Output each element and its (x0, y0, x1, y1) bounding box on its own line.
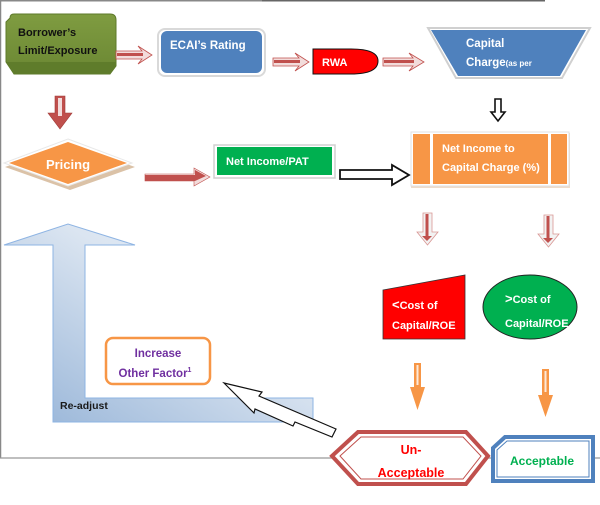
capital-charge-note: (as per (506, 59, 532, 68)
arrow-borrower-to-ecai (115, 45, 153, 65)
capital-charge-line1: Capital (466, 38, 504, 50)
borrower-label-line1: Borrower’s (18, 27, 76, 39)
greater-than-symbol: > (505, 291, 513, 306)
ratio-label-line2: Capital Charge (%) (442, 162, 540, 174)
capital-charge-node[interactable]: Capital Charge(as per (426, 27, 592, 79)
borrower-limit-exposure-node[interactable]: Borrower’s Limit/Exposure (5, 13, 117, 75)
increase-superscript: 1 (188, 367, 192, 374)
pricing-label: Pricing (46, 157, 90, 172)
svg-text:Other Factor1: Other Factor1 (119, 367, 192, 380)
svg-text:<Cost of: <Cost of (392, 297, 438, 312)
readjust-label: Re-adjust (60, 400, 108, 412)
capital-charge-line2: Charge (466, 57, 506, 69)
increase-line1: Increase (135, 348, 182, 360)
arrow-greater-than-to-acceptable (538, 369, 553, 417)
acceptable-label: Acceptable (510, 454, 574, 468)
ratio-label-line1: Net Income to (442, 143, 515, 155)
arrow-ecai-to-rwa (272, 52, 310, 72)
arrow-rwa-to-capital-charge (382, 52, 425, 72)
borrower-label-line2: Limit/Exposure (18, 45, 97, 57)
rwa-node[interactable]: RWA (312, 48, 379, 75)
increase-other-factor-node[interactable]: Increase Other Factor1 (104, 336, 212, 386)
greater-than-line2: Capital/ROE (505, 318, 569, 330)
rwa-label: RWA (322, 57, 348, 69)
arrow-borrower-to-pricing (47, 95, 73, 130)
less-than-line1: Cost of (400, 300, 438, 312)
greater-than-cost-of-capital-node[interactable]: >Cost of Capital/ROE (482, 274, 578, 340)
unacceptable-line2: Acceptable (378, 466, 445, 480)
arrow-ratio-to-less-than (416, 212, 439, 246)
ecai-label: ECAI’s Rating (170, 40, 246, 52)
less-than-line2: Capital/ROE (392, 320, 456, 332)
greater-than-line1: Cost of (513, 294, 551, 306)
less-than-cost-of-capital-node[interactable]: <Cost of Capital/ROE (382, 274, 466, 340)
increase-line2: Other Factor (119, 368, 189, 380)
net-income-pat-node[interactable]: Net Income/PAT (213, 144, 336, 179)
arrow-pricing-to-net-income (144, 167, 211, 187)
svg-text:Charge(as per: Charge(as per (466, 57, 532, 69)
arrow-unacceptable-to-increase (222, 381, 337, 438)
unacceptable-line1: Un- (401, 443, 422, 457)
arrow-capital-charge-to-ratio (489, 98, 507, 123)
svg-text:>Cost of: >Cost of (505, 291, 551, 306)
net-income-label: Net Income/PAT (226, 156, 309, 168)
unacceptable-node[interactable]: Un- Acceptable (329, 430, 491, 486)
arrow-less-than-to-unacceptable (410, 363, 425, 410)
pricing-node[interactable]: Pricing (2, 138, 135, 190)
net-income-to-capital-charge-node[interactable]: Net Income to Capital Charge (%) (410, 131, 570, 188)
arrow-ratio-to-greater-than (537, 214, 560, 248)
acceptable-node[interactable]: Acceptable (491, 435, 595, 483)
less-than-symbol: < (392, 297, 400, 312)
ecai-rating-node[interactable]: ECAI’s Rating (157, 28, 266, 77)
readjust-arrow: Re-adjust (3, 223, 314, 423)
arrow-net-income-to-ratio (339, 163, 411, 187)
